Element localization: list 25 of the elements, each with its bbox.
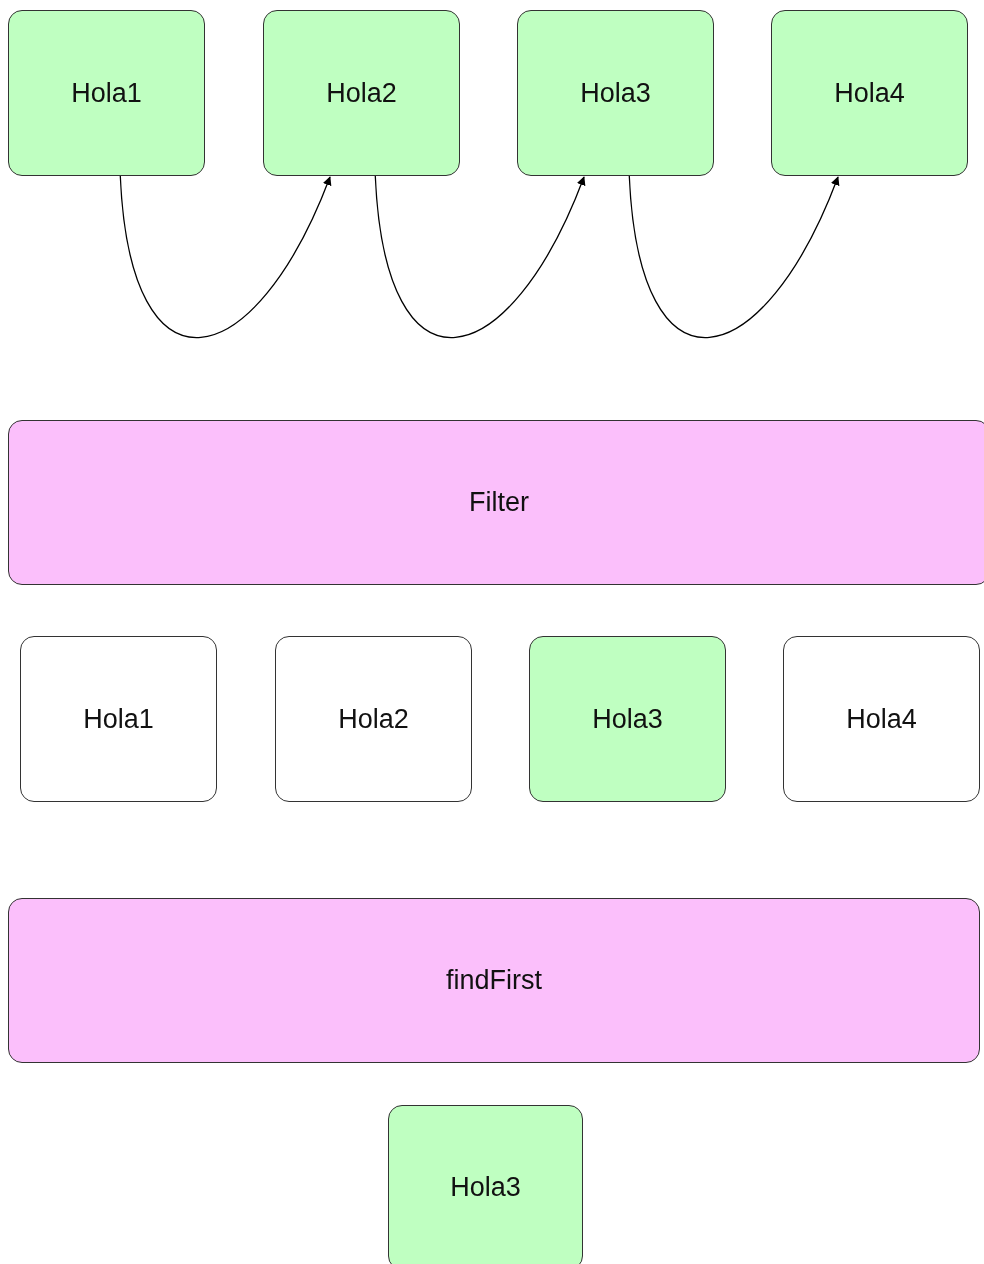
element-box xyxy=(20,636,217,802)
node-label: Hola2 xyxy=(326,77,397,109)
node-label: Hola4 xyxy=(846,703,917,735)
node-label: Hola3 xyxy=(580,77,651,109)
node-label: Hola3 xyxy=(592,703,663,735)
element-box xyxy=(529,636,726,802)
curved-arrow xyxy=(628,175,839,339)
curved-arrow xyxy=(374,175,585,339)
node-label: Filter xyxy=(469,487,529,518)
node-label: Hola1 xyxy=(83,703,154,735)
node-label: Hola2 xyxy=(338,703,409,735)
operation-bar xyxy=(8,420,984,585)
element-box xyxy=(783,636,980,802)
operation-bar xyxy=(8,898,980,1063)
element-box xyxy=(8,10,205,176)
node-label: findFirst xyxy=(446,965,542,996)
element-box xyxy=(771,10,968,176)
element-box xyxy=(263,10,460,176)
element-box xyxy=(388,1105,583,1264)
element-box xyxy=(275,636,472,802)
element-box xyxy=(517,10,714,176)
curved-arrow xyxy=(119,175,331,339)
node-label: Hola1 xyxy=(71,77,142,109)
node-label: Hola3 xyxy=(450,1172,521,1203)
node-label: Hola4 xyxy=(834,77,905,109)
